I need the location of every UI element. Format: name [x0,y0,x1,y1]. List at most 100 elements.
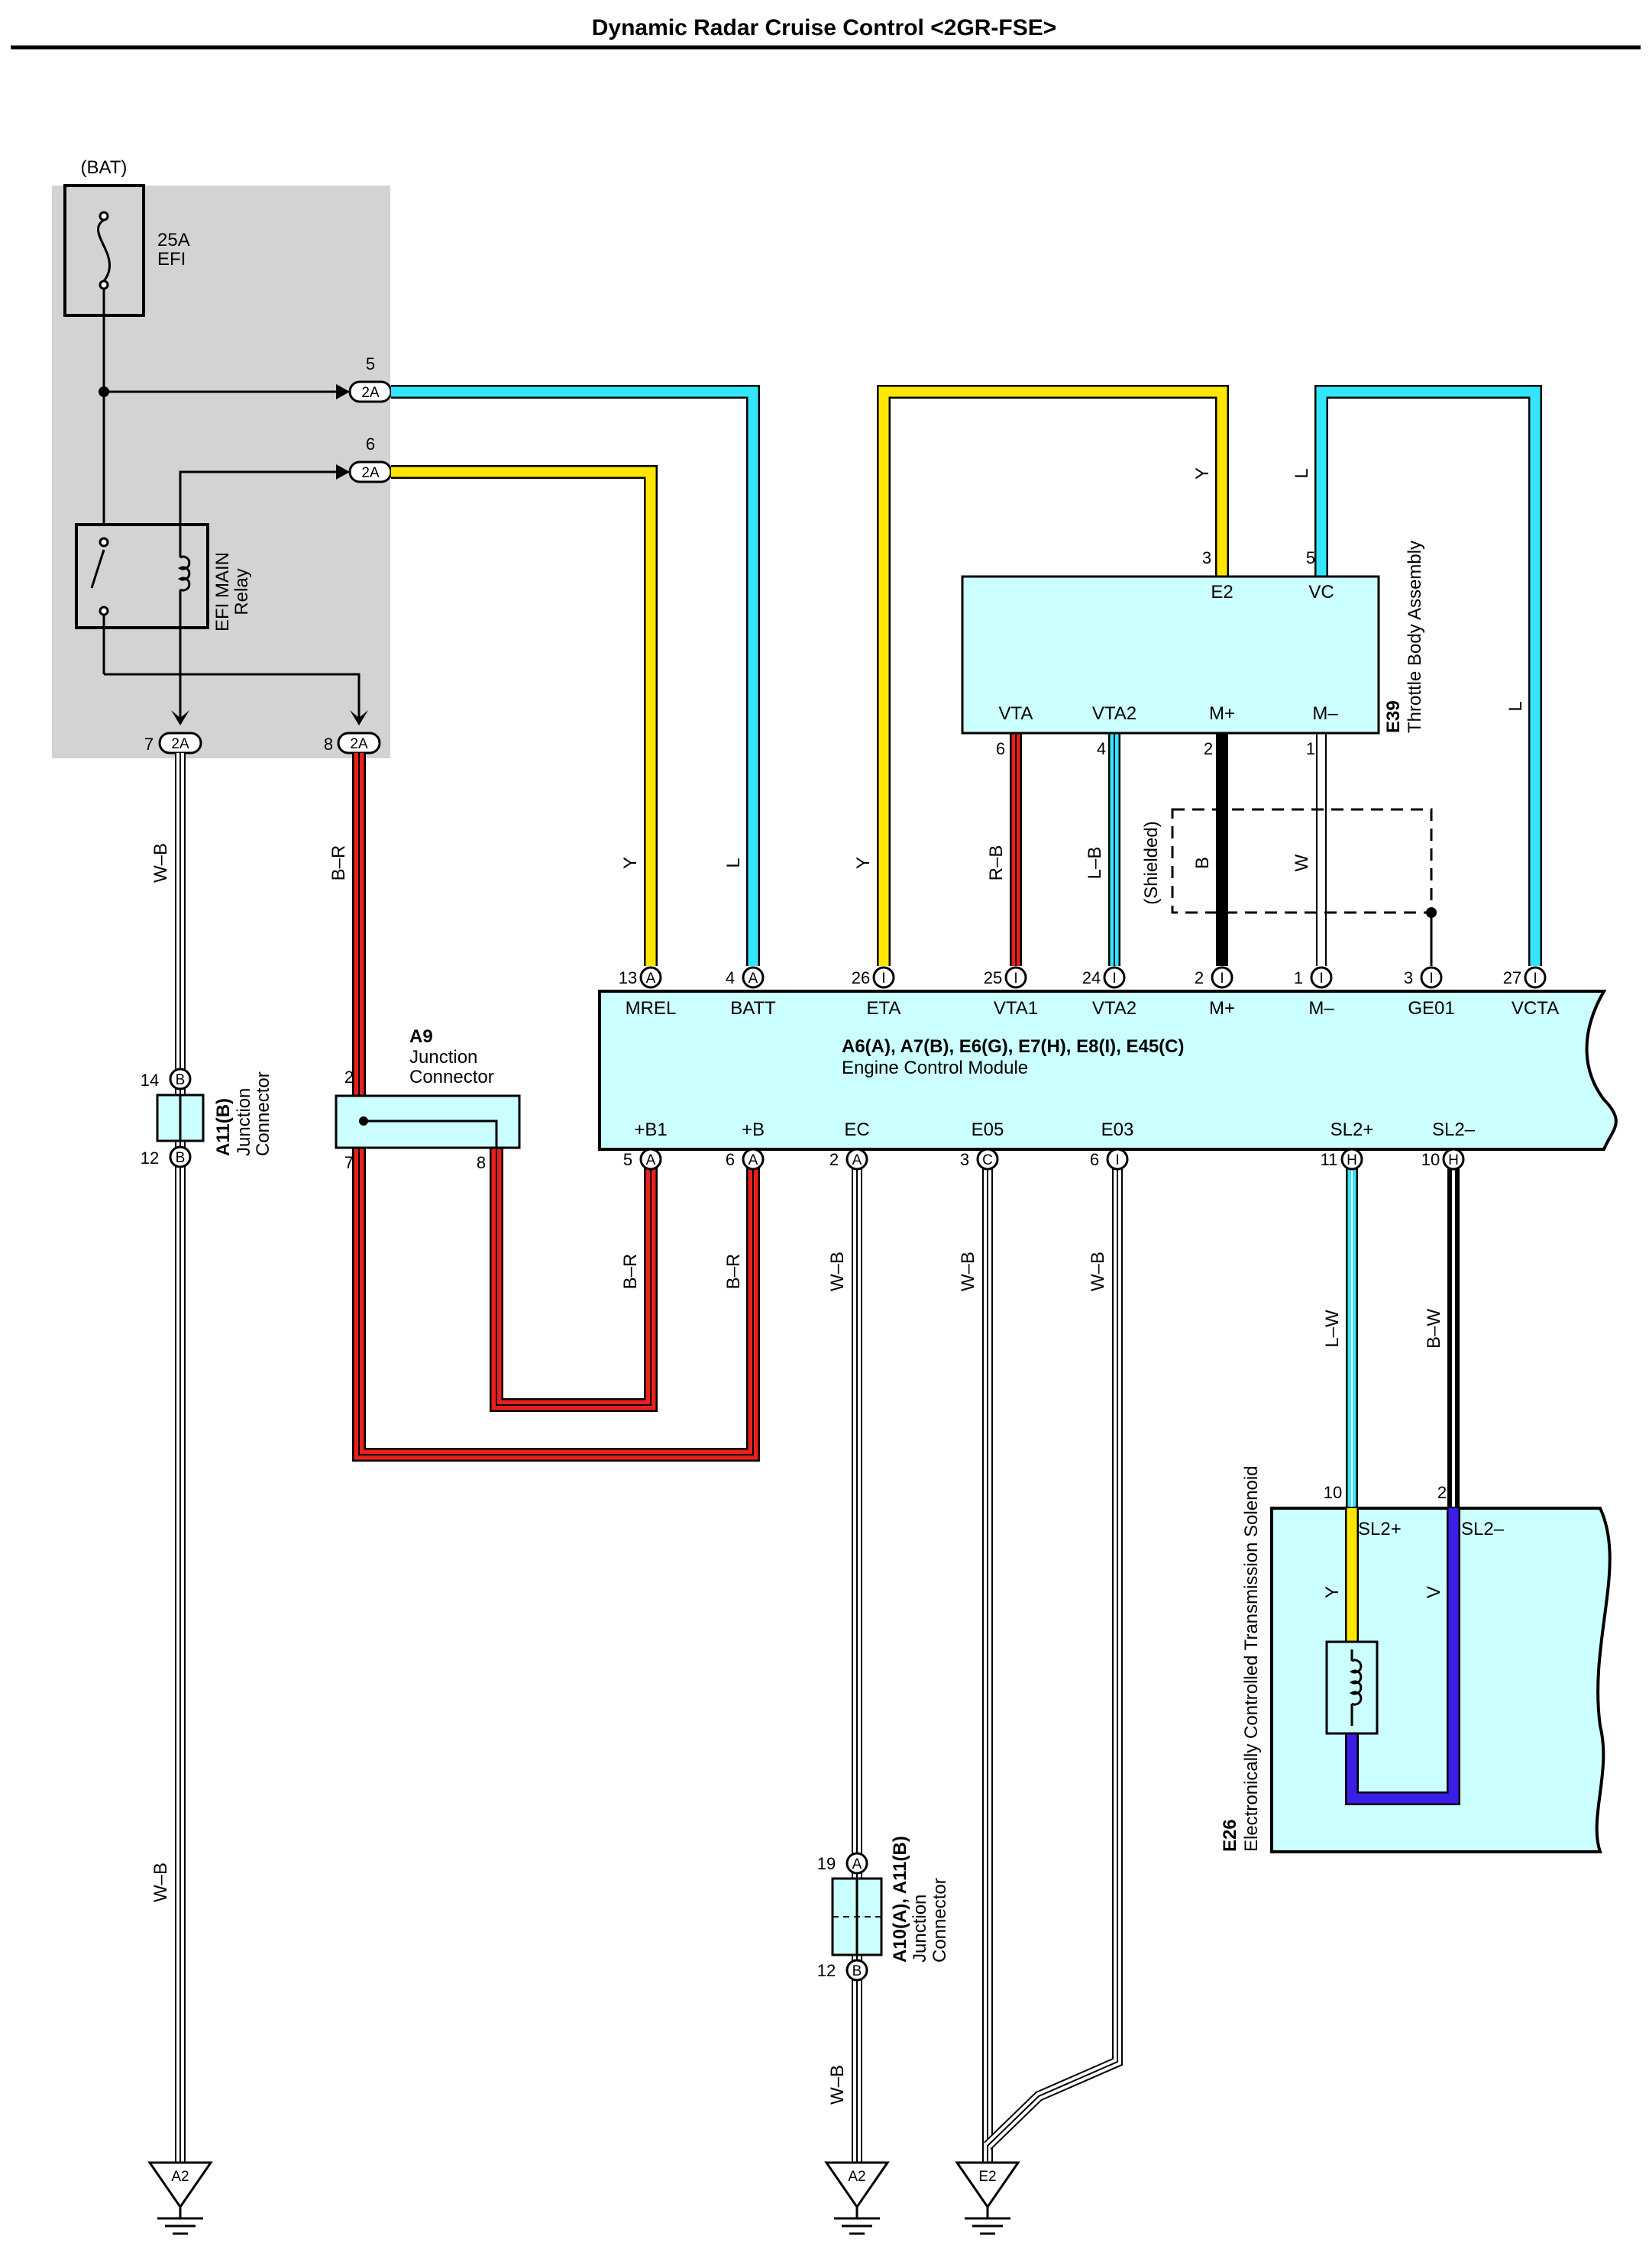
ecm-top-terminal-conn: I [1220,971,1224,987]
ecm-top-terminal-label: ETA [867,998,901,1019]
wire-label-b1: B–R [620,1254,641,1290]
upper-wires [391,385,1542,966]
ecm-top-terminal-5: I2M+ [1195,966,1235,1019]
connector-2a-pin5: 2A 5 [348,354,393,403]
ground-a2-left: A2 [147,2161,213,2235]
wire-label-left-wb-bottom: W–B [150,1863,171,1902]
ecm-top-terminal-label: MREL [626,998,677,1019]
transmission-solenoid: SL2+ SL2– 10 2 Y V E26 Electronically Co… [1220,1465,1612,1853]
svg-text:2A: 2A [350,736,368,752]
ecm-top-terminal-conn: I [1014,971,1017,987]
fuse-relay-block: (BAT) 25A EFI EFI MAIN Relay [52,157,390,758]
a10-name-1: Junction [910,1895,930,1963]
svg-text:8: 8 [477,1153,486,1172]
wire-label-vta2: L–B [1085,847,1105,880]
ecm-top-terminal-num: 27 [1503,968,1521,987]
fuse-icon [97,218,111,282]
tb-code: E39 [1383,700,1404,733]
ecm-name: Engine Control Module [842,1058,1028,1078]
a11-name-1: Junction [234,1088,254,1156]
svg-text:7: 7 [344,1153,354,1172]
ecm-top-terminal-conn: A [646,971,656,987]
tb-name: Throttle Body Assembly [1405,541,1425,733]
svg-text:5: 5 [1306,548,1315,567]
wire-label-batt: L [723,858,744,867]
svg-text:2A: 2A [171,736,189,752]
tb-e2: E2 [1211,582,1233,603]
wire-label-shielded: (Shielded) [1141,821,1162,904]
svg-text:A2: A2 [848,2169,865,2185]
wire-label-left-wb-top: W–B [150,843,171,883]
relay-label-2: Relay [231,568,252,615]
relay-label-1: EFI MAIN [212,552,233,632]
ground-e2: E2 [955,2161,1020,2235]
svg-text:1: 1 [1306,739,1315,758]
ecm-bottom-terminal-label: +B [742,1119,765,1140]
ecm-bottom-terminal-num: 5 [623,1150,632,1169]
ecm-bottom-terminal-conn: A [852,1152,862,1168]
wire-label-vta: R–B [986,845,1007,881]
ecm-bottom-terminal-conn: H [1347,1152,1357,1168]
wire-label-br-top: B–R [328,845,349,881]
a11-code: A11(B) [213,1098,234,1156]
ecm-bottom-terminal-conn: A [646,1152,656,1168]
a9-code: A9 [409,1026,433,1047]
svg-text:A: A [852,1856,862,1872]
sol-sl2p: SL2+ [1358,1519,1402,1539]
fuse-name: EFI [157,249,186,270]
svg-text:B: B [852,1963,862,1979]
wire-label-e05: W–B [958,1252,978,1291]
svg-text:2: 2 [344,1068,354,1087]
ecm-top-terminal-label: VTA1 [994,998,1038,1019]
a9-junction-connector: A9 Junction Connector 2 7 8 [335,1026,521,1172]
ecm-top-terminal-label: M– [1308,998,1334,1019]
ecm-top-terminal-num: 3 [1404,968,1413,987]
wire-label-eta: Y [853,857,874,869]
wire-label-sol-v: V [1424,1586,1444,1598]
ecm-top-terminal-label: BATT [730,998,776,1019]
ecm-bottom-terminal-conn: A [749,1152,758,1168]
svg-text:12: 12 [817,1961,836,1980]
bat-label: (BAT) [81,157,128,178]
solenoid-coil-icon [1349,1659,1363,1706]
connector-2a-pin7: 2A 7 [144,732,202,754]
br-wires [352,753,760,1462]
ecm-bottom-terminal-num: 6 [1090,1150,1099,1169]
ecm-bottom-terminal-conn: I [1115,1152,1119,1168]
ecm-top-terminal-conn: I [1112,971,1116,987]
a10-name-2: Connector [930,1878,950,1963]
svg-text:14: 14 [141,1071,159,1090]
a9-name-2: Connector [409,1067,494,1087]
ecm-bottom-terminal-label: SL2+ [1331,1119,1374,1140]
ecm-top-terminal-conn: A [749,971,758,987]
ecm-top-terminal-conn: I [1429,971,1433,987]
ecm-top-terminal-label: VTA2 [1092,998,1137,1019]
sol-sl2m: SL2– [1461,1519,1505,1539]
ecm-top-terminal-num: 13 [619,968,637,987]
throttle-body-assembly: E2 VC VTA VTA2 M+ M– 3 5 6 4 2 1 E39 Thr… [961,541,1425,758]
ecm-top-terminal-num: 25 [984,968,1002,987]
relay-coil-icon [177,555,191,592]
svg-text:3: 3 [1202,548,1211,567]
a11-name-2: Connector [253,1071,273,1156]
ecm-top-terminal-num: 24 [1082,968,1101,987]
tb-vta2: VTA2 [1092,703,1137,724]
ecm-bottom-terminal-label: E05 [972,1119,1004,1140]
sol-code: E26 [1220,1819,1240,1852]
ecm-top-terminal-conn: I [1533,971,1537,987]
ecm-bottom-terminal-label: E03 [1101,1119,1134,1140]
ecm-bottom-terminal-conn: C [982,1152,993,1168]
wire-label-ec: W–B [827,1252,848,1291]
fuse-amp: 25A [157,230,190,250]
wire-label-sol-y: Y [1322,1586,1343,1598]
ecm-top-terminal-label: GE01 [1408,998,1454,1019]
relay-switch-icon [90,549,105,589]
